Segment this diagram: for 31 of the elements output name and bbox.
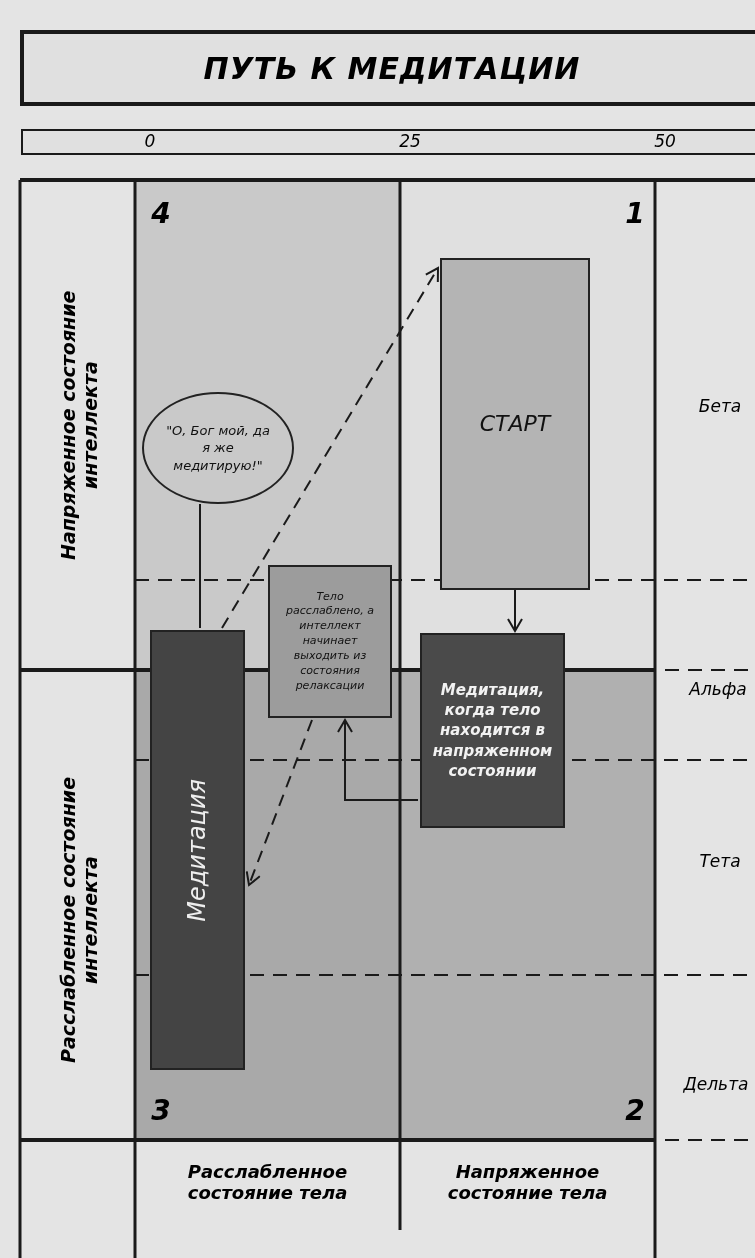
wave-label: Бета: [698, 397, 742, 417]
quadrant-number: 1: [625, 197, 645, 231]
arrow: [221, 267, 439, 629]
title: ПУТЬ К МЕДИТАЦИИ: [203, 50, 581, 86]
scale-tick-label: 50: [654, 132, 676, 152]
axis-label: Напряженное состояние тела: [446, 1162, 609, 1204]
wave-label: Дельта: [683, 1075, 749, 1095]
scale-tick-label: 0: [144, 132, 156, 152]
wave-label: Альфа: [689, 680, 747, 700]
quadrant-number: 3: [151, 1094, 171, 1128]
start-box: [440, 258, 590, 590]
node-text: Медитация, когда тело находится в напряженном состоянии: [431, 679, 554, 782]
quadrant-number: 4: [151, 197, 171, 231]
process-box: [420, 633, 565, 828]
arrow: [245, 719, 313, 886]
arrow: [507, 589, 523, 632]
node-text: "О, Бог мой, да я же медитирую!": [165, 421, 271, 475]
node-text: Тело расслаблено, а интеллект начинает выходить из состояния релаксации: [285, 589, 375, 694]
leader-line: [199, 503, 201, 629]
scale-tick-label: 25: [399, 132, 421, 152]
speech-bubble: [142, 392, 294, 504]
axis-label: Расслабленное состояние тела: [186, 1162, 349, 1204]
axis-label: Напряженное состояние интеллекта: [58, 289, 102, 562]
quadrant-number: 2: [625, 1094, 645, 1128]
node-text: СТАРТ: [479, 410, 551, 439]
wave-label: Тета: [699, 852, 741, 872]
node-text: Медитация: [182, 778, 213, 922]
meditation-bar: [150, 630, 245, 1070]
axis-label: Расслабленное состояние интеллекта: [58, 775, 102, 1066]
process-box: [268, 565, 392, 718]
arrow: [337, 719, 419, 801]
